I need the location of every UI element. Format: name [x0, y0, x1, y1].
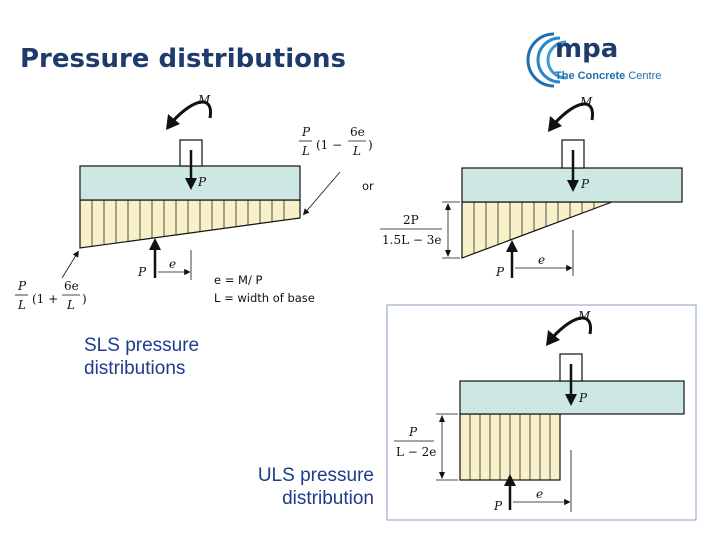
width-definition: L = width of base: [214, 291, 315, 305]
svg-text:(1 −: (1 −: [316, 138, 342, 152]
pressure-hatching: [469, 414, 551, 480]
svg-text:6e: 6e: [64, 279, 79, 293]
logo-tagline: The Concrete Centre: [555, 70, 662, 82]
svg-text:6e: 6e: [350, 125, 365, 139]
reaction-label: P: [495, 265, 505, 279]
reaction-arrow-icon: [506, 240, 518, 252]
eccentricity-label: e: [169, 257, 176, 271]
svg-text:P: P: [301, 125, 311, 139]
sls-caption: SLS pressure distributions: [84, 335, 200, 379]
moment-label: M: [197, 93, 211, 107]
diagram-sls-trapezoidal: M P P e P L (1 − 6e L ) or P L (1: [15, 93, 374, 312]
eccentricity-label: e: [538, 253, 545, 267]
moment-arrow-icon: [170, 100, 213, 124]
or-label: or: [362, 179, 374, 193]
svg-text:L − 2e: L − 2e: [396, 445, 436, 459]
load-label: P: [197, 175, 207, 189]
pressure-hatching: [91, 200, 285, 246]
svg-text:L: L: [66, 298, 75, 312]
moment-arrow-icon: [552, 102, 595, 126]
eccentricity-label: e: [536, 487, 543, 501]
load-arrow-icon: [567, 180, 579, 192]
svg-text:): ): [82, 292, 87, 306]
svg-text:(1 +: (1 +: [32, 292, 58, 306]
mpa-logo-icon: [526, 32, 567, 88]
pressure-hatching: [473, 202, 595, 254]
diagram-uls-rectangular: M P P e P L − 2e: [394, 309, 685, 513]
pressure-triangle: [461, 201, 613, 259]
svg-text:P: P: [17, 279, 27, 293]
moment-arrow-icon: [550, 316, 593, 340]
svg-text:L: L: [301, 144, 310, 158]
pressure-trapezoid: [79, 199, 301, 249]
load-label: P: [578, 391, 588, 405]
diagram-sls-triangular: M P P e 2P 1.5L − 3e: [380, 95, 683, 279]
svg-text:2P: 2P: [403, 213, 419, 227]
reaction-label: P: [493, 499, 503, 513]
peak-pressure-formula: 2P 1.5L − 3e: [380, 213, 442, 247]
svg-text:L: L: [352, 144, 361, 158]
reaction-label: P: [137, 265, 147, 279]
eccentricity-definition: e = M/ P: [214, 273, 262, 287]
logo-name: mpa: [555, 34, 619, 64]
moment-label: M: [579, 95, 593, 109]
load-arrow-icon: [565, 394, 577, 406]
reaction-arrow-icon: [504, 474, 516, 486]
top-pressure-formula: P L (1 − 6e L ): [299, 125, 373, 158]
svg-text:1.5L − 3e: 1.5L − 3e: [382, 233, 441, 247]
bottom-pressure-formula: P L (1 + 6e L ): [15, 279, 87, 312]
reaction-arrow-icon: [149, 238, 161, 250]
svg-text:): ): [368, 138, 373, 152]
uls-caption: ULS pressure distribution: [257, 465, 374, 509]
svg-text:L: L: [17, 298, 26, 312]
load-label: P: [580, 177, 590, 191]
svg-text:P: P: [408, 425, 418, 439]
uls-frame: [386, 304, 697, 521]
load-arrow-icon: [185, 178, 197, 190]
moment-label: M: [577, 309, 591, 323]
page-title: Pressure distributions: [20, 44, 346, 74]
uniform-pressure-formula: P L − 2e: [394, 425, 436, 459]
